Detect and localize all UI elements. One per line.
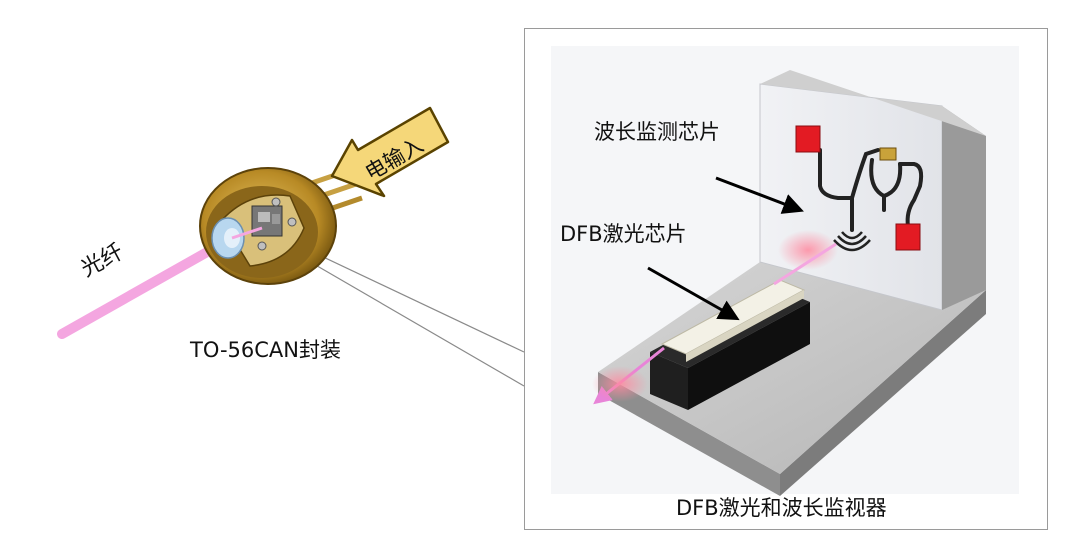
dfb-chip-label: DFB激光芯片 (560, 222, 687, 246)
dfb-chip-pointer (647, 266, 740, 321)
can-package-label: TO-56CAN封装 (190, 338, 341, 362)
monitor-chip-label: 波长监测芯片 (594, 120, 720, 144)
to-can-package (199, 167, 363, 285)
monitor-glow (778, 230, 838, 270)
monitor-chip-pointer (715, 176, 804, 214)
electrical-input-arrow (330, 106, 450, 198)
heater-element (879, 147, 897, 161)
red-pad-bottom (895, 223, 921, 251)
mount-base (598, 262, 986, 496)
zoom-line-top (299, 245, 525, 353)
waveguide-pattern (818, 148, 924, 232)
assembly-caption: DFB激光和波长监视器 (676, 496, 887, 520)
red-pad-top (795, 125, 821, 153)
output-glow (592, 366, 648, 402)
zoom-line-bottom (299, 255, 525, 387)
laser-beam-back (773, 242, 837, 286)
grating-coupler (833, 231, 871, 252)
inset-frame (524, 28, 1048, 530)
fiber-beam (57, 233, 237, 339)
